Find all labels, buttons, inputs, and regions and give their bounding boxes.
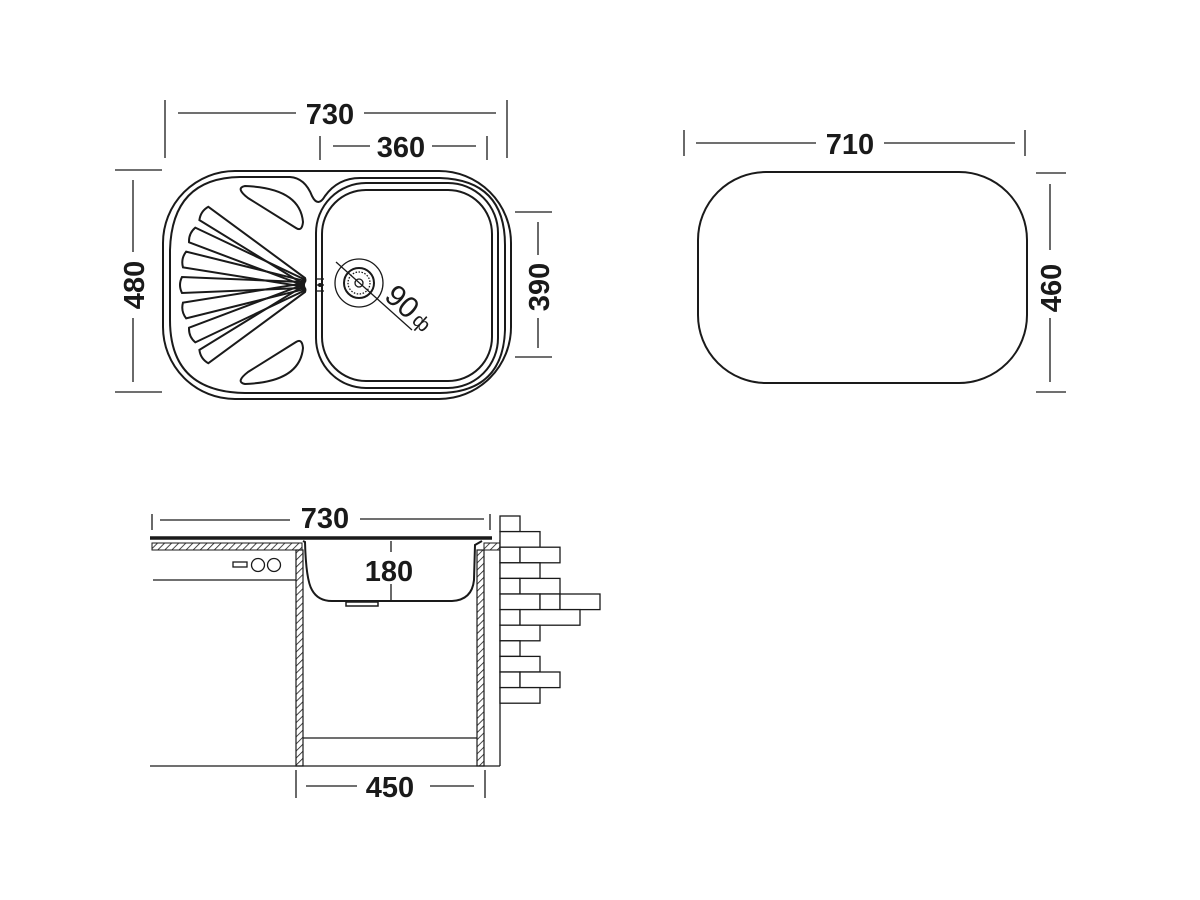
brick	[499, 577, 521, 595]
dimension-label: 730	[306, 99, 354, 131]
dimension-bowl-width: 360	[319, 132, 488, 164]
brick	[519, 608, 581, 626]
brick	[499, 655, 541, 673]
cutout-outline	[697, 171, 1028, 384]
dimension-label: 360	[377, 132, 425, 164]
brick	[499, 530, 541, 548]
brick	[499, 624, 541, 642]
brick	[499, 640, 521, 658]
appliance-controls-icon	[232, 557, 282, 573]
sink-outer-rim	[162, 170, 512, 400]
brick	[539, 593, 561, 611]
brick-wall	[499, 515, 601, 704]
dimension-overall-depth: 480	[115, 169, 162, 393]
sink-bowl-profile	[302, 540, 483, 602]
dimension-label: 390	[524, 263, 556, 311]
drain-icon	[334, 258, 413, 331]
brick	[499, 671, 521, 689]
drainboard-crescent-top	[239, 184, 305, 231]
brick	[499, 515, 521, 533]
brick	[499, 686, 541, 704]
sink-inner-rim	[169, 176, 506, 394]
brick	[519, 577, 561, 595]
brick	[499, 593, 541, 611]
overflow-icon	[316, 278, 324, 292]
cabinet-wall-left	[295, 549, 304, 767]
drainboard-ribs	[179, 205, 307, 365]
bowl-depth-label: 180	[365, 556, 413, 588]
dimension-label: 480	[119, 261, 151, 309]
brick	[559, 593, 601, 611]
countertop-right	[483, 542, 501, 551]
brick	[499, 562, 541, 580]
cutout-view: 710 460	[683, 129, 1068, 393]
side-view: 730 180 450	[150, 503, 601, 804]
cabinet-wall-right	[476, 549, 485, 767]
drainboard-rib	[198, 205, 307, 285]
countertop-left	[151, 542, 303, 551]
drainboard-rib	[198, 285, 307, 365]
top-view: 730 360 480 390	[115, 99, 556, 400]
side-width-label: 730	[301, 503, 349, 535]
dimension-overall-width: 730	[164, 99, 508, 158]
cutout-depth-label: 460	[1036, 264, 1068, 312]
drainboard-crescent-bottom	[239, 339, 305, 386]
brick	[519, 546, 561, 564]
brick	[519, 671, 561, 689]
dimension-bowl-depth: 390	[515, 211, 556, 358]
brick	[499, 546, 521, 564]
cabinet-width-label: 450	[366, 772, 414, 804]
drain-outlet	[345, 601, 379, 607]
brick	[499, 608, 521, 626]
cutout-width-label: 710	[826, 129, 874, 161]
